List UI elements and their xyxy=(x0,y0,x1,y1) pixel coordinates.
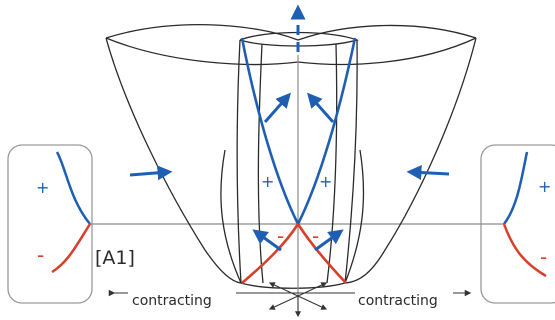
top-rim-back xyxy=(105,24,477,41)
blue-curve-left xyxy=(240,37,300,225)
central-cell-left-wall-outer xyxy=(236,39,242,284)
left-inset-minus-sign: - xyxy=(37,243,44,267)
left-inward-arrow xyxy=(129,165,173,181)
central-cell-right-wall-outer xyxy=(344,39,358,284)
left-inset-plus-sign: + xyxy=(36,178,49,197)
right-inner-arc xyxy=(344,149,365,284)
central-cell-left-wall-inner xyxy=(257,43,264,284)
center-plus-right: + xyxy=(319,172,332,191)
cell-outlines xyxy=(105,24,477,289)
bottom-outline xyxy=(240,282,346,289)
left-inner-arc xyxy=(220,149,242,284)
inner-arrow-upper-left xyxy=(263,92,291,123)
right-inset-blue-curve xyxy=(503,151,529,225)
right-inset-plus-sign: + xyxy=(538,177,551,196)
left-inset-panel: + - xyxy=(7,144,93,304)
inner-arrow-upper-right xyxy=(307,92,335,123)
red-curve-left xyxy=(241,223,300,284)
label-contracting-right: contracting xyxy=(358,293,438,309)
right-inset-panel: + - xyxy=(480,144,555,304)
left-inset-blue-curve xyxy=(55,151,91,225)
label-a1: [A1] xyxy=(95,247,135,269)
right-inward-arrow xyxy=(406,165,450,181)
inner-arrow-lower-right xyxy=(314,229,344,252)
central-cell-right-wall-inner xyxy=(326,43,338,284)
left-inset-red-curve xyxy=(51,223,92,274)
center-minus-right: - xyxy=(312,224,319,248)
right-inset-minus-sign: - xyxy=(540,245,547,269)
top-rim-front xyxy=(105,37,477,66)
center-plus-left: + xyxy=(261,172,274,191)
right-cell-outline xyxy=(344,37,477,284)
left-cell-outline xyxy=(105,37,242,284)
center-minus-left: - xyxy=(277,224,284,248)
right-inset-red-curve xyxy=(502,223,547,278)
blue-curve-right xyxy=(296,37,357,225)
inner-arrow-lower-left xyxy=(252,229,282,252)
red-curve-right xyxy=(296,223,347,284)
label-contracting-left: contracting xyxy=(132,293,212,309)
